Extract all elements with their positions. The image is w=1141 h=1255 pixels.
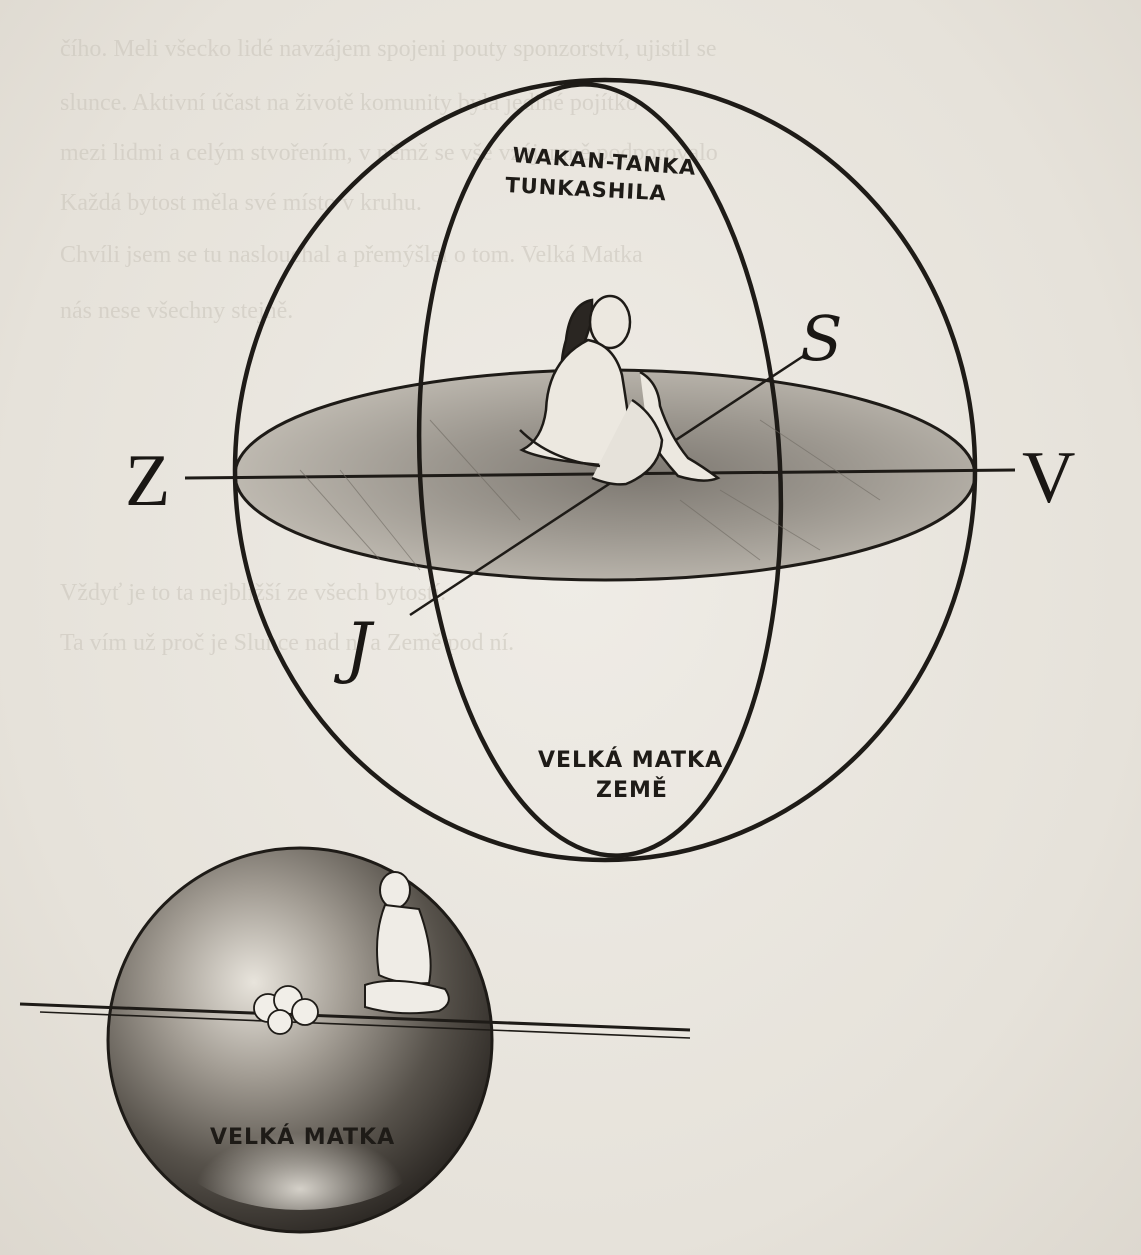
background-text-line: čího. Meli všecko lidé navzájem spojeni … (60, 36, 717, 62)
small-seated-person (364, 871, 450, 1015)
direction-west-label: Z (125, 440, 170, 522)
background-text-line: Každá bytost měla své místo v kruhu. (60, 190, 422, 216)
great-mother-sphere-figure: VELKÁ MATKA (19, 846, 691, 1234)
sphere-highlight (170, 1070, 430, 1210)
sphere-label: VELKÁ MATKA (210, 1124, 395, 1150)
earth-label-line1: VELKÁ MATKA (538, 747, 723, 773)
sky-label-line2: TUNKASHILA (505, 173, 668, 205)
earth-label-line2: ZEMĚ (596, 777, 668, 803)
background-text-line: Chvíli jsem se tu naslouchal a přemýšlel… (60, 242, 643, 268)
direction-east-label: V (1022, 437, 1075, 519)
meridian-ring (416, 82, 784, 858)
direction-north-label: S (800, 302, 842, 375)
north-south-axis (409, 353, 806, 617)
background-text-line: Ta vím už proč je Slunce nad ní a Země p… (60, 630, 514, 656)
small-cloud-object (253, 985, 319, 1035)
horizontal-axis-upper (19, 1002, 691, 1032)
horizontal-axis-lower (39, 1011, 691, 1039)
background-text-line: slunce. Aktivní účast na životě komunity… (60, 90, 638, 116)
cosmic-sphere-figure (184, 77, 1016, 863)
background-text-line: nás nese všechny stejně. (60, 298, 293, 324)
disk-shading (299, 419, 881, 571)
seated-person (519, 294, 721, 486)
